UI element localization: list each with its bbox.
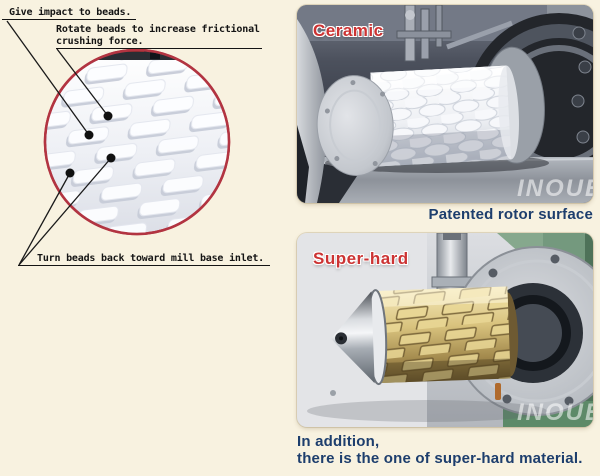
leader-turn-1 <box>18 157 112 266</box>
leader-give-impact <box>6 20 90 136</box>
ceramic-rotor-photo: Ceramic INOUE <box>297 5 593 203</box>
bead-surface-circle <box>43 48 231 236</box>
callout-dot <box>106 153 116 163</box>
chrome-cone-cap <box>331 291 375 384</box>
callout-rotate-beads: Rotate beads to increase frictional crus… <box>56 24 262 49</box>
leader-turn-2 <box>18 172 71 266</box>
superhard-photo-graphic <box>297 233 593 427</box>
ceramic-tag: Ceramic <box>313 21 384 40</box>
machine-part-strip <box>88 51 188 60</box>
callout-leader-lines <box>6 20 112 266</box>
superhard-rotor-photo: Super-hard INOUE <box>297 233 593 427</box>
superhard-caption: In addition, there is the one of super-h… <box>297 433 593 467</box>
inoue-watermark: INOUE <box>516 399 593 426</box>
leader-rotate <box>56 48 109 117</box>
ceramic-caption: Patented rotor surface <box>428 206 593 223</box>
copper-pin <box>495 383 501 400</box>
superhard-caption-line2: there is the one of super-hard material. <box>297 450 583 467</box>
rotor-surface-diagram: Give impact to beads. Rotate beads to in… <box>0 0 296 300</box>
callout-dot <box>84 130 94 140</box>
callout-rotate-line1: Rotate beads to increase frictional <box>56 24 260 35</box>
diagram-graphic <box>6 20 231 266</box>
ceramic-photo-graphic <box>297 5 593 203</box>
ceramic-rotor <box>316 46 545 177</box>
callout-dots <box>65 111 116 178</box>
callout-dot <box>103 111 113 121</box>
superhard-caption-line1: In addition, <box>297 433 380 450</box>
superhard-rotor <box>331 286 519 386</box>
callout-give-impact: Give impact to beads. <box>2 7 136 20</box>
pipes <box>396 5 513 62</box>
vertical-pipe <box>431 233 473 292</box>
callout-rotate-line2: crushing force. <box>56 36 144 47</box>
callout-turn-beads: Turn beads back toward mill base inlet. <box>18 252 270 266</box>
callout-dot <box>65 168 75 178</box>
inoue-watermark: INOUE <box>516 175 593 202</box>
superhard-tag: Super-hard <box>313 249 409 268</box>
